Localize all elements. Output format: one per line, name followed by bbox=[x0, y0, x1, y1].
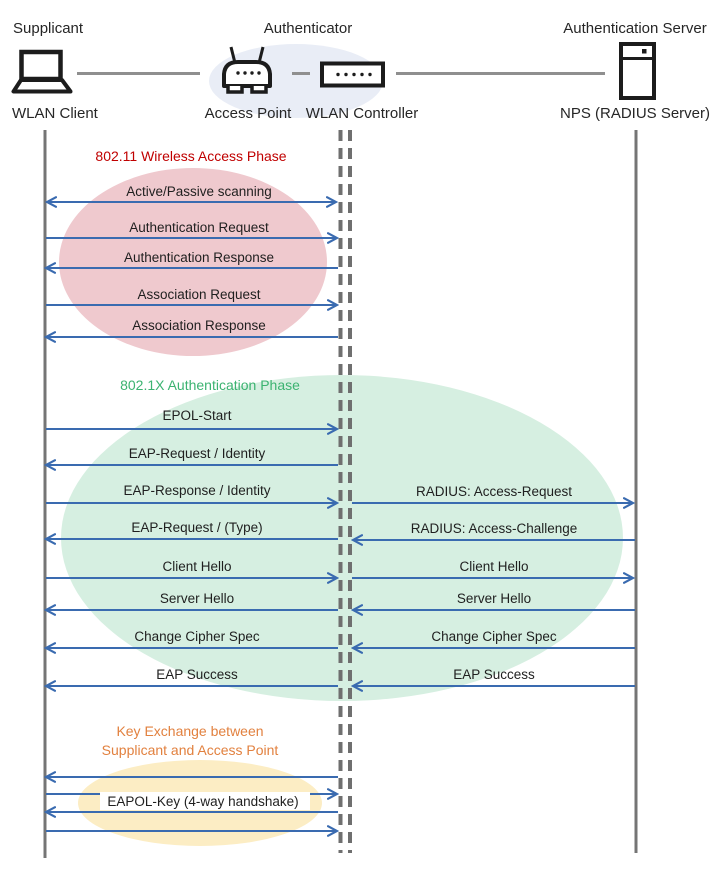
message-label: Association Response bbox=[132, 318, 266, 333]
server-body bbox=[619, 42, 656, 100]
message-label: Server Hello bbox=[457, 591, 531, 606]
message-label: Active/Passive scanning bbox=[126, 184, 272, 199]
server-led bbox=[642, 49, 647, 54]
phase2-ellipse bbox=[61, 375, 623, 701]
message-label: Association Request bbox=[137, 287, 260, 302]
message-label: EAP-Request / (Type) bbox=[131, 520, 262, 535]
phase3-title-line1: Key Exchange between bbox=[116, 723, 263, 739]
message-label: RADIUS: Access-Request bbox=[416, 484, 572, 499]
laptop-icon bbox=[11, 49, 73, 94]
message-label: RADIUS: Access-Challenge bbox=[411, 521, 578, 536]
device-label-access-point: Access Point bbox=[205, 105, 293, 122]
ap-foot-right bbox=[250, 86, 268, 94]
device-label-wlan-client: WLAN Client bbox=[12, 105, 99, 122]
phase3-messages: EAPOL-Key (4-way handshake) bbox=[46, 777, 338, 831]
controller-indicator-dots bbox=[336, 72, 372, 77]
phase2-title: 802.1X Authentication Phase bbox=[120, 377, 300, 393]
device-label-wlan-controller: WLAN Controller bbox=[306, 105, 419, 122]
message-label: Authentication Request bbox=[129, 220, 269, 235]
ap-foot-left bbox=[226, 86, 244, 94]
role-label-supplicant: Supplicant bbox=[13, 20, 84, 37]
ap-indicator-dots bbox=[236, 71, 261, 75]
message-label: Server Hello bbox=[160, 591, 234, 606]
role-label-authenticator: Authenticator bbox=[264, 20, 352, 37]
wlan-controller-icon bbox=[320, 61, 385, 88]
message-label: Client Hello bbox=[459, 559, 528, 574]
message-label: EAP Success bbox=[453, 667, 535, 682]
phase1-title: 802.11 Wireless Access Phase bbox=[95, 148, 286, 164]
message-label: Change Cipher Spec bbox=[431, 629, 557, 644]
message-label: EPOL-Start bbox=[162, 408, 231, 423]
message-label: EAP Success bbox=[156, 667, 238, 682]
laptop-screen bbox=[19, 49, 63, 82]
message-label: EAP-Request / Identity bbox=[129, 446, 266, 461]
message-label-background bbox=[100, 792, 310, 810]
access-point-icon bbox=[222, 46, 272, 94]
ap-body bbox=[222, 60, 272, 88]
message-label: Change Cipher Spec bbox=[134, 629, 260, 644]
message-label: Authentication Response bbox=[124, 250, 274, 265]
laptop-base bbox=[11, 78, 73, 94]
device-label-nps: NPS (RADIUS Server) bbox=[560, 105, 710, 122]
phase1-messages: Active/Passive scanning Authentication R… bbox=[46, 184, 338, 337]
phase3-title-line2: Supplicant and Access Point bbox=[102, 742, 279, 758]
phase1-ellipse bbox=[59, 168, 327, 356]
phase2-server-messages: RADIUS: Access-Request RADIUS: Access-Ch… bbox=[352, 484, 635, 686]
phase2-client-messages: EPOL-Start EAP-Request / Identity EAP-Re… bbox=[46, 408, 338, 686]
message-label: Client Hello bbox=[162, 559, 231, 574]
server-icon bbox=[619, 42, 656, 100]
message-label: EAP-Response / Identity bbox=[123, 483, 270, 498]
role-label-authentication-server: Authentication Server bbox=[563, 20, 706, 37]
message-label: EAPOL-Key (4-way handshake) bbox=[107, 794, 298, 809]
